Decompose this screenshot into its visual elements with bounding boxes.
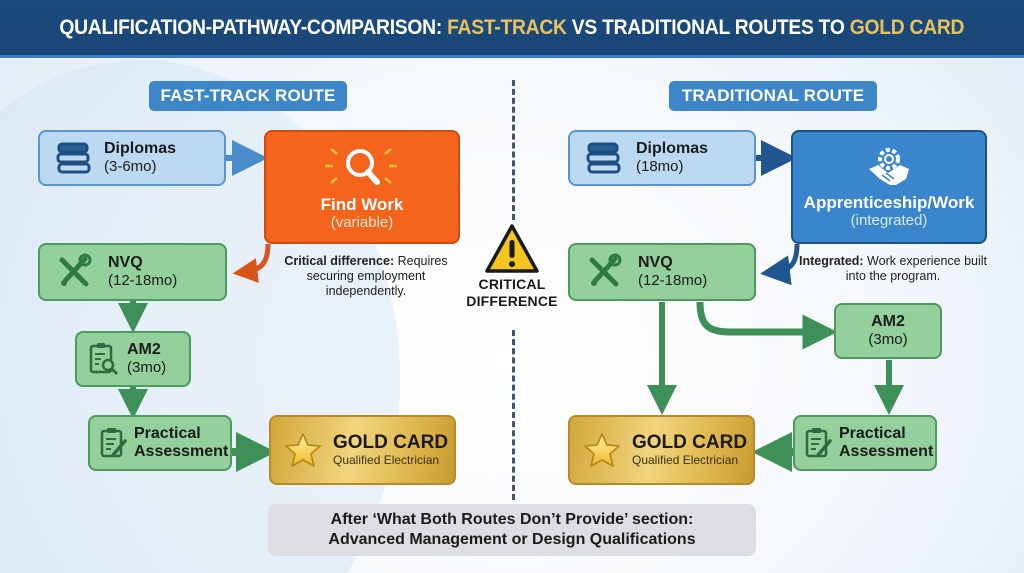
practical-title-line1: Practical: [134, 425, 201, 442]
traditional-integrated-caption: Integrated: Work experience built into t…: [798, 254, 988, 283]
footer-note-box: After ‘What Both Routes Don’t Provide’ s…: [268, 504, 756, 556]
magnifier-search-icon: [317, 142, 407, 192]
fast-track-gold-card-box: GOLD CARD Qualified Electrician: [269, 415, 456, 485]
critical-label-line1: CRITICAL: [478, 276, 546, 292]
clipboard-search-icon: [87, 339, 121, 379]
apprenticeship-title: Apprenticeship/Work: [803, 193, 975, 212]
center-divider-bottom: [512, 330, 515, 500]
clipboard-pencil-icon: [803, 424, 835, 462]
footer-note-line1: After ‘What Both Routes Don’t Provide’ s…: [330, 511, 694, 528]
am2-duration: (3mo): [127, 359, 167, 376]
am2-duration: (3mo): [868, 331, 908, 348]
clipboard-pencil-icon: [98, 424, 130, 462]
nvq-duration: (12-18mo): [108, 272, 178, 289]
books-icon: [54, 138, 94, 178]
nvq-duration: (12-18mo): [638, 272, 708, 289]
traditional-diplomas-box: Diplomas (18mo): [568, 130, 756, 186]
traditional-practical-assessment-box: Practical Assessment: [793, 415, 937, 471]
page-title: QUALIFICATION-PATHWAY-COMPARISON: FAST-T…: [59, 15, 965, 39]
footer-note-line2: Advanced Management or Design Qualificat…: [328, 531, 696, 548]
apprenticeship-duration: (integrated): [850, 212, 928, 229]
books-icon: [584, 138, 624, 178]
title-highlight-gold-card: GOLD CARD: [849, 15, 965, 39]
practical-title-line2: Assessment: [839, 443, 934, 460]
practical-title-line2: Assessment: [134, 443, 229, 460]
traditional-gold-card-box: GOLD CARD Qualified Electrician: [568, 415, 755, 485]
fast-track-find-work-box: Find Work (variable): [264, 130, 460, 244]
critical-difference-marker: CRITICAL DIFFERENCE: [455, 222, 569, 310]
gold-card-subtitle: Qualified Electrician: [333, 452, 440, 467]
tools-icon: [584, 252, 624, 292]
diplomas-duration: (18mo): [636, 158, 684, 175]
gold-card-title: GOLD CARD: [333, 431, 449, 453]
fast-track-nvq-box: NVQ (12-18mo): [38, 243, 227, 301]
practical-title-line1: Practical: [839, 425, 906, 442]
fast-track-diplomas-box: Diplomas (3-6mo): [38, 130, 226, 186]
diplomas-title: Diplomas: [636, 140, 709, 157]
star-icon: [283, 430, 323, 470]
find-work-duration: (variable): [330, 214, 394, 231]
traditional-am2-box: AM2 (3mo): [834, 303, 942, 359]
gold-card-title: GOLD CARD: [632, 431, 748, 453]
center-divider-top: [512, 80, 515, 220]
diplomas-duration: (3-6mo): [104, 158, 157, 175]
nvq-title: NVQ: [638, 254, 673, 271]
am2-title: AM2: [871, 313, 905, 330]
fast-track-practical-assessment-box: Practical Assessment: [88, 415, 232, 471]
fast-track-am2-box: AM2 (3mo): [75, 331, 191, 387]
warning-icon: [455, 222, 569, 276]
traditional-apprenticeship-box: Apprenticeship/Work (integrated): [791, 130, 987, 244]
traditional-route-label: TRADITIONAL ROUTE: [669, 81, 877, 111]
tools-icon: [54, 252, 94, 292]
fast-track-critical-caption: Critical difference: Requires securing e…: [284, 254, 448, 298]
header-banner: QUALIFICATION-PATHWAY-COMPARISON: FAST-T…: [0, 0, 1024, 58]
title-highlight-fast-track: FAST-TRACK: [447, 15, 567, 39]
gold-card-subtitle: Qualified Electrician: [632, 452, 739, 467]
star-icon: [582, 430, 622, 470]
traditional-nvq-box: NVQ (12-18mo): [568, 243, 756, 301]
am2-title: AM2: [127, 341, 161, 358]
diplomas-title: Diplomas: [104, 140, 177, 157]
handshake-gear-icon: [859, 144, 919, 190]
nvq-title: NVQ: [108, 254, 143, 271]
critical-label-line2: DIFFERENCE: [466, 293, 558, 309]
find-work-title: Find Work: [320, 195, 404, 214]
fast-track-route-label: FAST-TRACK ROUTE: [149, 81, 347, 111]
